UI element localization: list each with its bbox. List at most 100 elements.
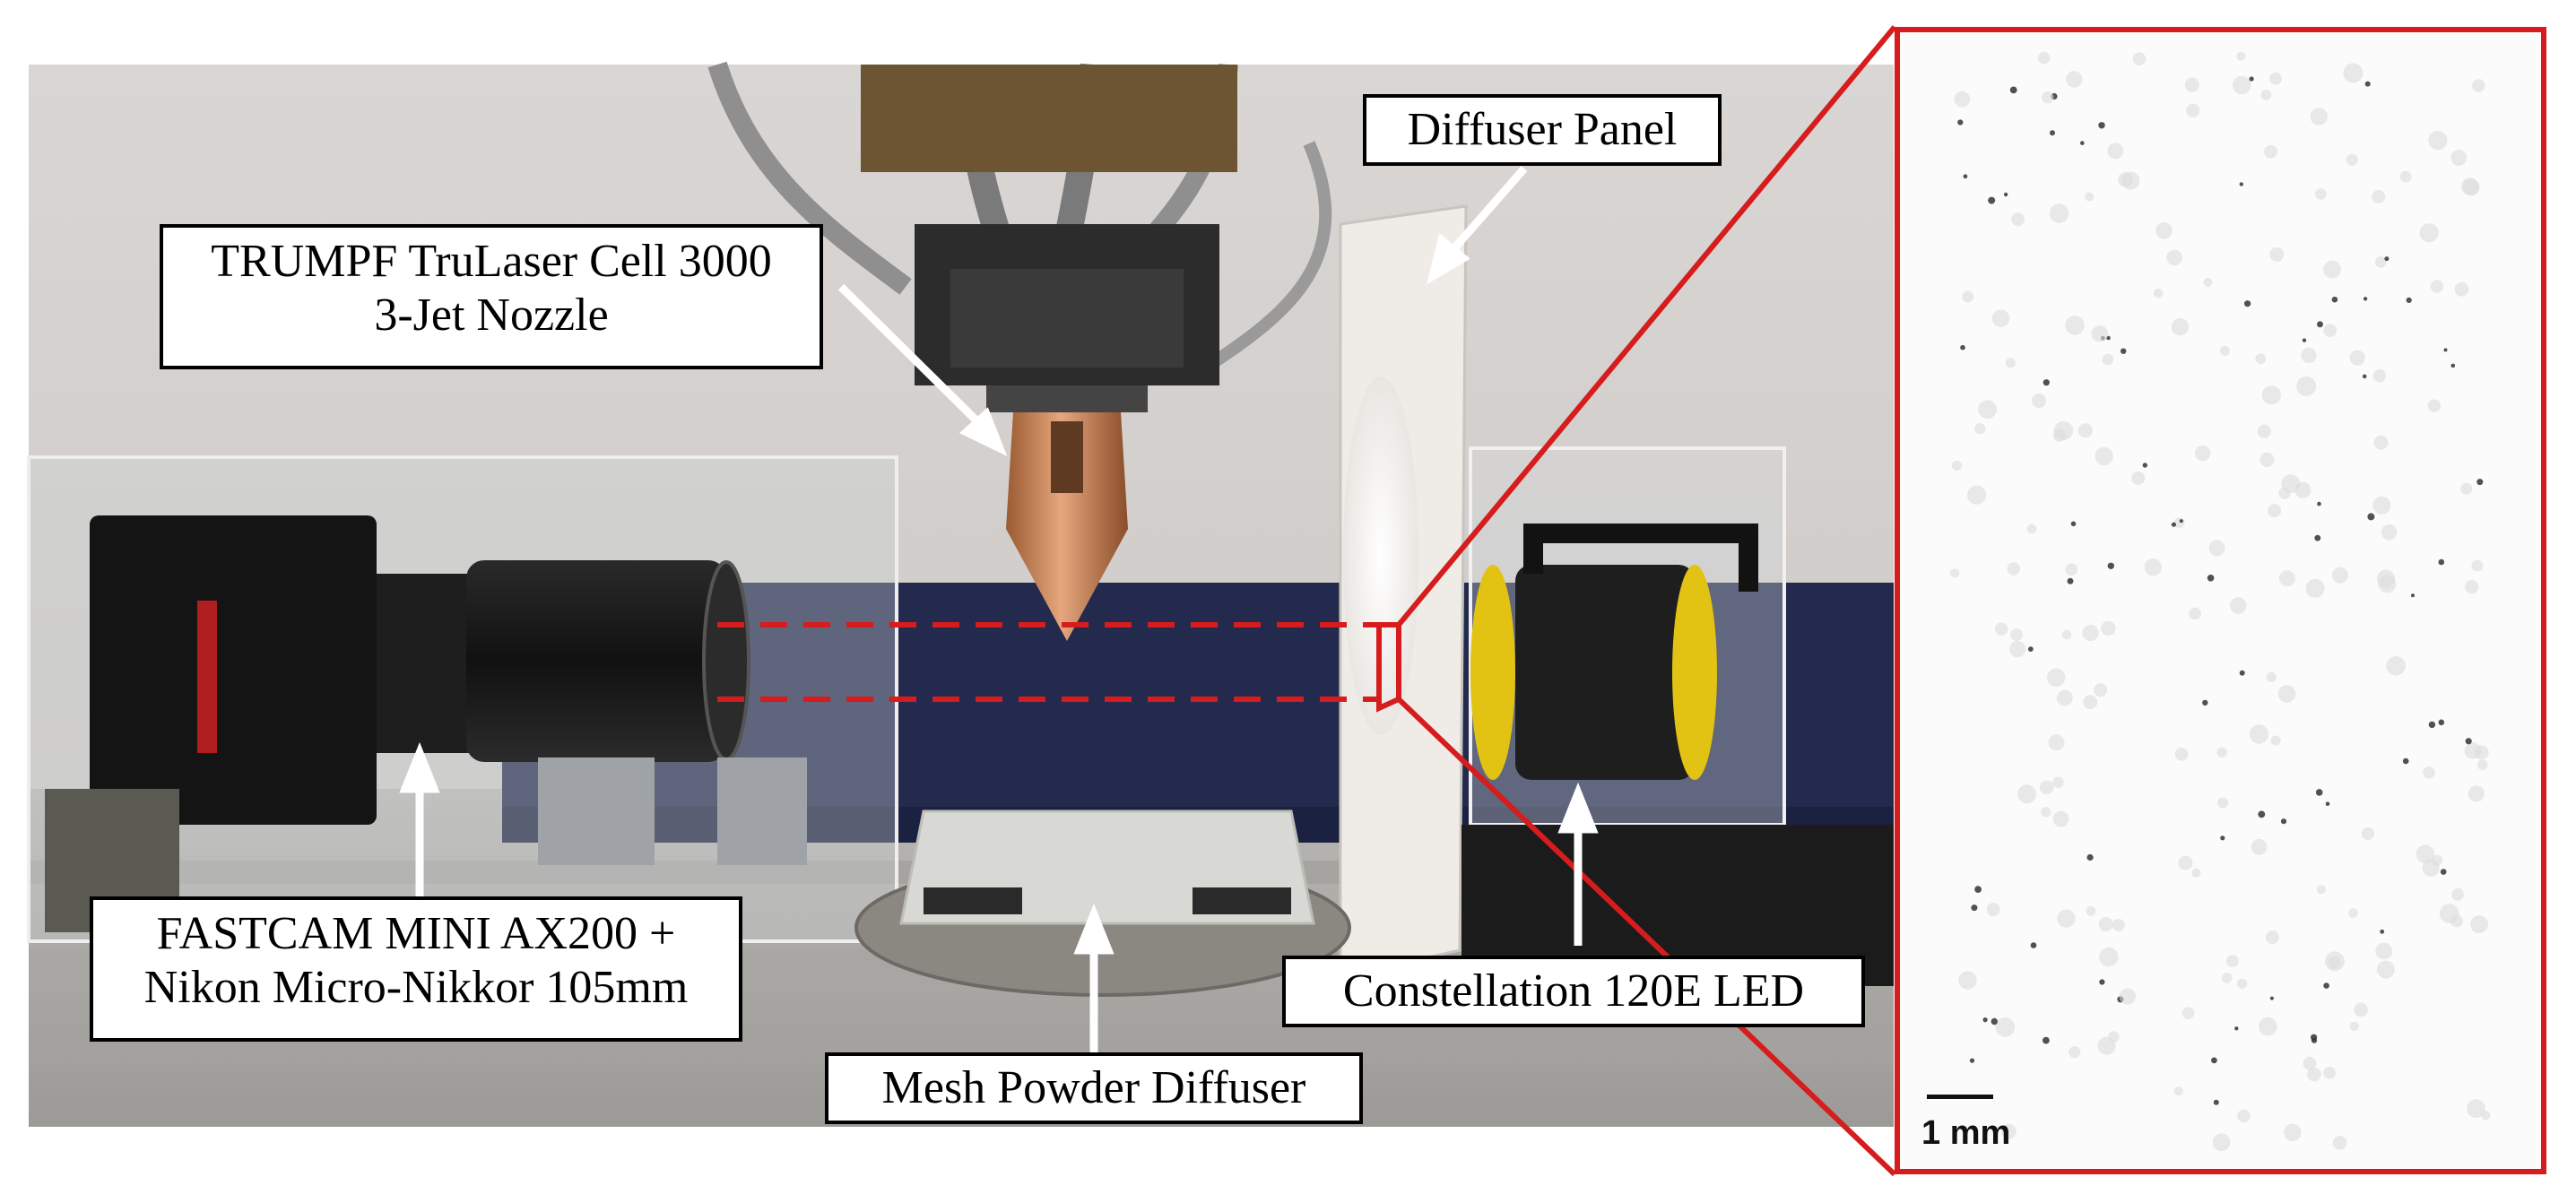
particle [2332, 1136, 2347, 1150]
highlight-lines [717, 25, 1897, 1177]
particle [2259, 452, 2275, 467]
particle [2476, 759, 2488, 770]
particle [2372, 368, 2387, 383]
particle [2234, 1026, 2239, 1031]
particle [2302, 338, 2307, 342]
particle [2270, 735, 2281, 746]
particle [2101, 620, 2116, 636]
particle [2232, 75, 2251, 95]
particle [2171, 522, 2176, 527]
particle [2032, 394, 2046, 408]
particle [1974, 423, 1986, 435]
particle [1950, 568, 1960, 578]
particle [2468, 785, 2485, 802]
particle [1963, 174, 1968, 179]
particle [2266, 671, 2277, 682]
particle [2332, 567, 2348, 584]
particle [2251, 839, 2268, 855]
particle [2244, 300, 2251, 307]
nozzle-label-line-1: TRUMPF TruLaser Cell 3000 [211, 236, 772, 287]
particle [2325, 801, 2330, 806]
camera-label: FASTCAM MINI AX200 + Nikon Micro-Nikkor … [90, 896, 742, 1042]
nozzle-label-line-2: 3-Jet Nozzle [374, 290, 609, 342]
particle [2142, 463, 2147, 468]
particle [2178, 855, 2193, 870]
particle [2381, 524, 2398, 541]
particle [2099, 947, 2119, 967]
nozzle-head [707, 61, 1332, 641]
particle [2153, 288, 2164, 299]
particle [2259, 1017, 2277, 1036]
particle [1974, 886, 1982, 893]
particle [2207, 575, 2215, 582]
particle [2173, 517, 2185, 529]
particle [2363, 297, 2368, 301]
particle [2264, 144, 2277, 159]
particle [2048, 734, 2065, 751]
particle [2269, 996, 2274, 1000]
particle [2249, 724, 2269, 744]
particle [2460, 482, 2473, 495]
led-light-assembly [1461, 446, 1894, 986]
particle [2052, 810, 2069, 827]
particle [2049, 203, 2069, 223]
particle [2226, 955, 2239, 967]
particle [2213, 1099, 2219, 1105]
particle [1960, 344, 1965, 351]
particle [2372, 190, 2386, 203]
particle [2450, 150, 2468, 166]
particle [2349, 350, 2365, 366]
particle [2236, 978, 2248, 990]
particle [1962, 290, 1974, 303]
particle [2030, 942, 2037, 948]
particle [2402, 757, 2409, 765]
particle [2428, 721, 2436, 729]
particle [2422, 859, 2440, 877]
particle [2184, 77, 2199, 92]
particle [2121, 171, 2140, 190]
particle [2301, 347, 2317, 364]
camera-label-line-2: Nikon Micro-Nikkor 105mm [143, 962, 689, 1014]
particle [2305, 578, 2325, 598]
particle [2450, 363, 2456, 368]
particle [2047, 668, 2066, 687]
particle [2067, 577, 2074, 584]
particle [1991, 1017, 1998, 1026]
particle [2094, 683, 2108, 697]
particle [2346, 153, 2358, 166]
particle [2009, 86, 2017, 94]
particle [2179, 519, 2183, 524]
particle [2056, 689, 2073, 706]
particle [1995, 1017, 2016, 1037]
particle [2203, 277, 2213, 287]
particle [2011, 212, 2025, 227]
mesh-diffuser-label-text: Mesh Powder Diffuser [881, 1062, 1306, 1113]
particle [2083, 695, 2098, 710]
particle [1954, 91, 1971, 108]
particle [2423, 766, 2435, 779]
particle [2406, 297, 2412, 303]
particle [1982, 1017, 1988, 1023]
particle [1958, 971, 1977, 990]
particle [2131, 471, 2146, 485]
particle [2323, 1067, 2336, 1079]
particle [2155, 222, 2173, 239]
particle [1967, 485, 1987, 505]
particle [1971, 904, 1978, 912]
particle [2269, 247, 2285, 262]
particle [2386, 656, 2406, 676]
particle [2317, 501, 2321, 506]
particle [2317, 321, 2323, 328]
particle [2085, 192, 2095, 202]
particle [2465, 580, 2479, 594]
particle [1995, 622, 2008, 636]
particle [2451, 887, 2464, 901]
particle [2219, 345, 2230, 356]
particle [2086, 853, 2094, 861]
particle [2255, 353, 2267, 365]
particle [2230, 597, 2247, 614]
particle [2043, 1036, 2050, 1044]
particle [2121, 348, 2127, 354]
particle [2066, 71, 2083, 88]
particle [2173, 1086, 2183, 1096]
